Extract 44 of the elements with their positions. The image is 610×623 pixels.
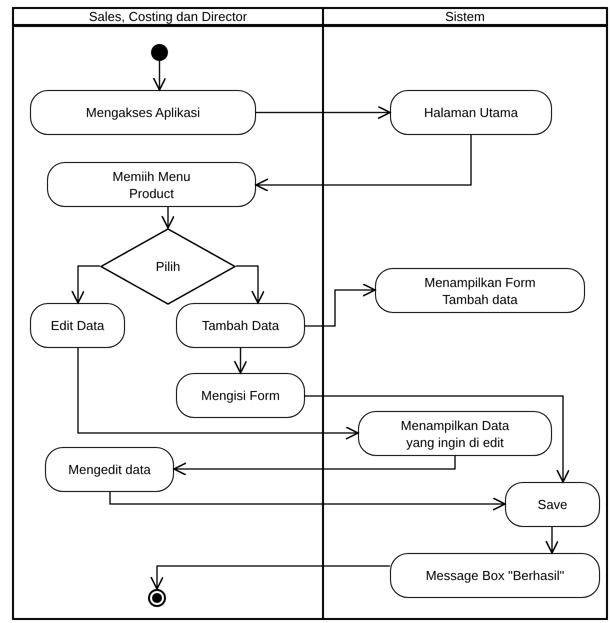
activity-box xyxy=(390,90,552,135)
arrow xyxy=(173,456,456,476)
arrow xyxy=(305,283,376,327)
final-node xyxy=(148,589,166,607)
initial-node xyxy=(151,44,168,61)
arrow xyxy=(256,106,391,120)
activity-box xyxy=(45,447,174,492)
activity-label: Tambah Data xyxy=(202,317,280,334)
activity-box xyxy=(505,482,600,527)
arrow xyxy=(150,565,390,590)
activity-label: Halaman Utama xyxy=(424,104,518,121)
activity-label: Edit Data xyxy=(50,317,104,334)
arrow xyxy=(236,265,265,304)
activity-box xyxy=(375,268,585,313)
lane-title: Sales, Costing dan Director xyxy=(14,9,322,27)
activity-label: Pilih xyxy=(156,258,180,275)
arrow xyxy=(152,61,166,91)
arrow xyxy=(305,395,570,483)
activity-box xyxy=(30,90,256,135)
activity-box xyxy=(176,303,305,348)
swimlane xyxy=(322,7,608,620)
activity-box xyxy=(390,553,600,598)
activity-box xyxy=(30,303,125,348)
arrow xyxy=(77,348,359,440)
activity-label: Menampilkan Data yang ingin di edit xyxy=(400,416,510,450)
arrow xyxy=(234,348,248,374)
activity-label: Message Box "Berhasil" xyxy=(426,567,564,584)
activity-box xyxy=(47,162,256,207)
activity-label: Save xyxy=(538,496,568,513)
arrow xyxy=(545,527,559,554)
activity-label: Mengisi Form xyxy=(201,387,280,404)
activity-label: Memiih Menu Product xyxy=(111,168,192,202)
swimlane xyxy=(12,7,324,620)
decision-diamond xyxy=(100,228,236,305)
activity-box xyxy=(176,373,305,418)
activity-label: Menampilkan Form Tambah data xyxy=(423,274,537,308)
activity-box xyxy=(358,411,552,456)
arrow xyxy=(161,207,175,229)
arrow xyxy=(255,135,472,192)
lane-title: Sistem xyxy=(324,9,606,27)
activity-label: Mengedit data xyxy=(68,461,151,478)
activity-label: Mengakses Aplikasi xyxy=(86,104,200,121)
arrow xyxy=(71,265,100,304)
arrow xyxy=(109,492,506,511)
